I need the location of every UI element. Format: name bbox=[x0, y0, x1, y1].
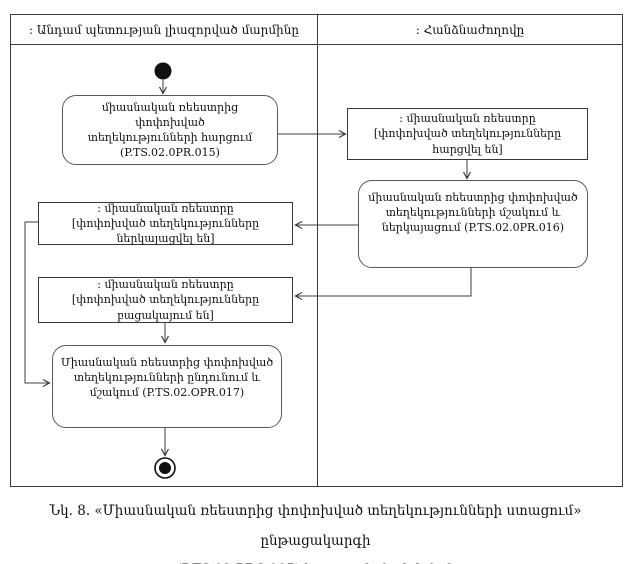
activity-node-request-changed-info: միասնական ռեեստրից փոփոխված տեղեկություն… bbox=[62, 95, 278, 165]
figure-caption-line1: Նկ. 8. «Միասնական ռեեստրից փոփոխված տեղե… bbox=[49, 503, 582, 549]
activity-node-receive-process-info: Միասնական ռեեստրից փոփոխված տեղեկություն… bbox=[52, 345, 282, 428]
activity-node-process-submit-info: միասնական ռեեստրից փոփոխված տեղեկություն… bbox=[358, 180, 588, 268]
swimlane-header: : Անդամ պետության լիազորված մարմինը : Հա… bbox=[10, 14, 623, 45]
object-node-info-absent: : միասնական ռեեստրը [փոփոխված տեղեկությո… bbox=[38, 277, 293, 323]
initial-node-icon bbox=[154, 62, 172, 80]
edge-process-to-object-absent bbox=[294, 268, 472, 301]
lane-title-authorized-body: : Անդամ պետության լիազորված մարմինը bbox=[11, 15, 318, 44]
lane-title-commission: : Հանձնաժողովը bbox=[415, 22, 525, 37]
object-node-info-submitted: : միասնական ռեեստրը [փոփոխված տեղեկությո… bbox=[38, 202, 293, 245]
edge-object-submitted-to-receive bbox=[24, 221, 51, 388]
swimlane-divider bbox=[317, 45, 318, 487]
final-node-icon-core bbox=[159, 462, 171, 474]
final-node-icon bbox=[154, 457, 176, 479]
figure-caption: Նկ. 8. «Միասնական ռեեստրից փոփոխված տեղե… bbox=[0, 497, 631, 564]
object-node-info-requested: : միասնական ռեեստրը [փոփոխված տեղեկությո… bbox=[347, 108, 588, 160]
figure-caption-line2: (P.TS.02.PRC.005) կատարման սխեման bbox=[0, 556, 631, 564]
